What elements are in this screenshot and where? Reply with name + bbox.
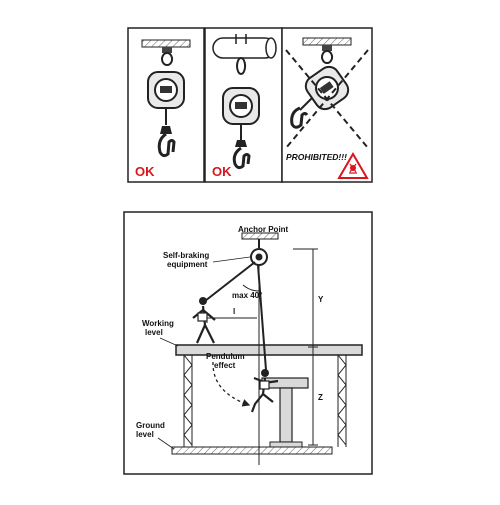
lifeline-to-worker	[204, 261, 256, 302]
ceiling-hatch	[302, 37, 352, 46]
swivel-icon	[235, 140, 247, 147]
working-level-label-line1: Working	[142, 319, 174, 328]
snap-hook-icon	[157, 132, 176, 158]
pendulum-label-line2: effect	[214, 361, 236, 370]
device-label-line1: Self-braking	[163, 251, 209, 260]
status-label-ok-2: OK	[212, 164, 232, 179]
retractable-device-icon	[222, 87, 260, 125]
warning-triangle-icon	[337, 152, 369, 179]
ground-level-label-line1: Ground	[136, 421, 165, 430]
swivel-icon	[160, 126, 172, 134]
scaffold-left	[183, 354, 193, 447]
panel-prohibited: PROHIBITED!!!	[281, 27, 373, 183]
ground-level-label-line2: level	[136, 430, 154, 439]
ground-slab	[171, 446, 333, 455]
carabiner-icon	[321, 50, 334, 64]
beam-icon	[212, 37, 277, 59]
lifeline-to-fallen-worker	[257, 264, 267, 371]
self-braking-device-icon	[250, 248, 268, 266]
scaffold-right	[337, 354, 347, 447]
pendulum-label-line1: Pendulum	[206, 352, 245, 361]
device-label-line2: equipment	[167, 260, 208, 269]
ground-level-leader-line	[157, 437, 175, 450]
dimension-z	[308, 347, 318, 446]
pendulum-diagram: max 40° l	[123, 211, 373, 475]
ceiling-hatch	[141, 39, 191, 48]
status-label-ok-1: OK	[135, 164, 155, 179]
status-label-prohibited: PROHIBITED!!!	[286, 152, 347, 162]
panel-ok-beam-anchor: OK	[204, 27, 283, 183]
angle-arc	[242, 284, 260, 292]
working-level-leader-line	[159, 337, 179, 347]
working-level-label-line2: level	[145, 328, 163, 337]
distance-label: l	[233, 307, 235, 316]
dimension-y-label: Y	[318, 295, 324, 304]
lanyard-line	[299, 97, 313, 111]
angle-label: max 40°	[232, 291, 262, 300]
swinging-worker-icon	[250, 369, 279, 413]
standing-worker-icon	[192, 297, 216, 344]
working-platform	[175, 344, 363, 356]
anchor-point-label: Anchor Point	[238, 225, 289, 234]
sling-icon	[235, 34, 247, 44]
cross-line-icon	[285, 49, 369, 149]
carabiner-icon	[161, 52, 174, 66]
dimension-z-label: Z	[318, 393, 323, 402]
panel-ok-ceiling-anchor: OK	[127, 27, 205, 183]
carabiner-icon	[236, 57, 247, 75]
retractable-device-icon	[147, 71, 185, 109]
snap-hook-icon	[232, 146, 251, 170]
ceiling-bracket	[322, 45, 332, 51]
diagram-frame	[123, 211, 373, 475]
snap-hook-icon	[290, 106, 309, 129]
device-leader-line	[212, 256, 251, 263]
ceiling-bracket	[162, 47, 172, 53]
